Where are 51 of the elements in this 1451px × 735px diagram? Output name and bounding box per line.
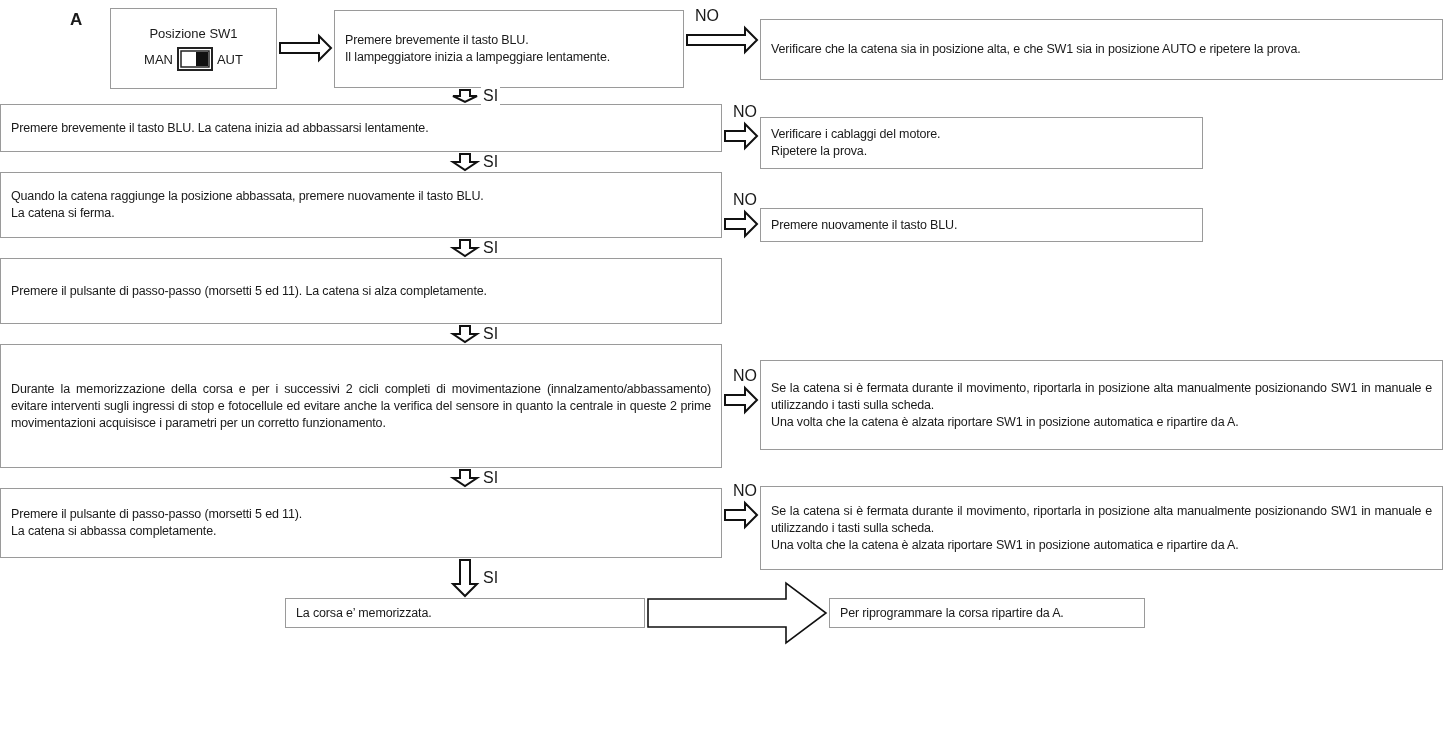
step-text: Quando la catena raggiunge la posizione abbassata, premere nuovamente il tasto BLU. bbox=[11, 188, 485, 205]
step-text: Una volta che la catena è alzata riportare SW1 in posizione automatica e ripartire da A. bbox=[771, 413, 1240, 431]
step-text: La catena si abbassa completamente. bbox=[11, 523, 218, 540]
step-text: Premere nuovamente il tasto BLU. bbox=[771, 216, 959, 234]
step-marker: A bbox=[70, 10, 83, 30]
block-arrow bbox=[647, 581, 828, 645]
block-arrow bbox=[724, 209, 759, 239]
block-arrow bbox=[279, 33, 333, 63]
process-box bbox=[285, 598, 645, 628]
step-text: Il lampeggiatore inizia a lampeggiare lentamente. bbox=[345, 49, 612, 66]
step-text: Premere il pulsante di passo-passo (morsetti 5 ed 11). La catena si alza completamente. bbox=[11, 282, 488, 300]
block-arrow bbox=[724, 121, 759, 151]
process-box bbox=[760, 117, 1203, 169]
step-text: Durante la memorizzazione della corsa e per i successivi 2 cicli completi di movimentazione (innalzamento/abbassamento) evitare interventi sugli ingressi di stop e fotocellule ed evitare anche la verifica del sensore in quanto la centrale in queste 2 prime movimentazioni acquisisce i parametri per un corretto funzionamento. bbox=[11, 380, 711, 432]
step-text: Premere brevemente il tasto BLU. La catena inizia ad abbassarsi lentamente. bbox=[11, 119, 430, 137]
block-arrow bbox=[449, 239, 481, 258]
process-box bbox=[760, 360, 1443, 450]
edge-label: SI bbox=[481, 87, 501, 105]
step-text: Per riprogrammare la corsa ripartire da A. bbox=[840, 604, 1065, 622]
step-text: Se la catena si è fermata durante il movimento, riportarla in posizione alta manualmente posizionando SW1 in manuale e utilizzando i tasti sulla scheda. bbox=[771, 502, 1432, 537]
block-arrow bbox=[449, 153, 481, 172]
step-text: Verificare i cablaggi del motore. bbox=[771, 126, 942, 143]
step-text: La corsa e’ memorizzata. bbox=[296, 604, 433, 622]
process-box bbox=[760, 19, 1443, 80]
process-box bbox=[0, 104, 722, 152]
block-arrow bbox=[724, 500, 759, 530]
process-box bbox=[110, 8, 277, 89]
switch-label: AUT bbox=[216, 51, 243, 67]
block-arrow bbox=[452, 89, 478, 104]
step-text: Premere brevemente il tasto BLU. bbox=[345, 32, 530, 49]
process-box bbox=[0, 258, 722, 324]
process-box bbox=[0, 344, 722, 468]
step-text: Se la catena si è fermata durante il movimento, riportarla in posizione alta manualmente posizionando SW1 in manuale e utilizzando i tasti sulla scheda. bbox=[771, 379, 1432, 414]
step-text: Premere il pulsante di passo-passo (morsetti 5 ed 11). bbox=[11, 506, 304, 523]
step-text: Verificare che la catena sia in posizione alta, e che SW1 sia in posizione AUTO e ripetere la prova. bbox=[771, 41, 1302, 58]
process-box bbox=[334, 10, 684, 88]
step-text: La catena si ferma. bbox=[11, 205, 116, 222]
block-arrow bbox=[686, 25, 759, 55]
step-text: Posizione SW1 bbox=[149, 26, 238, 41]
switch-label: MAN bbox=[144, 51, 173, 67]
process-box bbox=[829, 598, 1145, 628]
process-box bbox=[0, 488, 722, 558]
block-arrow bbox=[450, 559, 480, 598]
block-arrow bbox=[449, 469, 481, 488]
step-text: Ripetere la prova. bbox=[771, 143, 868, 160]
process-box bbox=[760, 486, 1443, 570]
process-box bbox=[760, 208, 1203, 242]
process-box bbox=[0, 172, 722, 238]
block-arrow bbox=[724, 385, 759, 415]
block-arrow bbox=[449, 325, 481, 344]
step-text: Una volta che la catena è alzata riportare SW1 in posizione automatica e ripartire da A. bbox=[771, 536, 1240, 554]
